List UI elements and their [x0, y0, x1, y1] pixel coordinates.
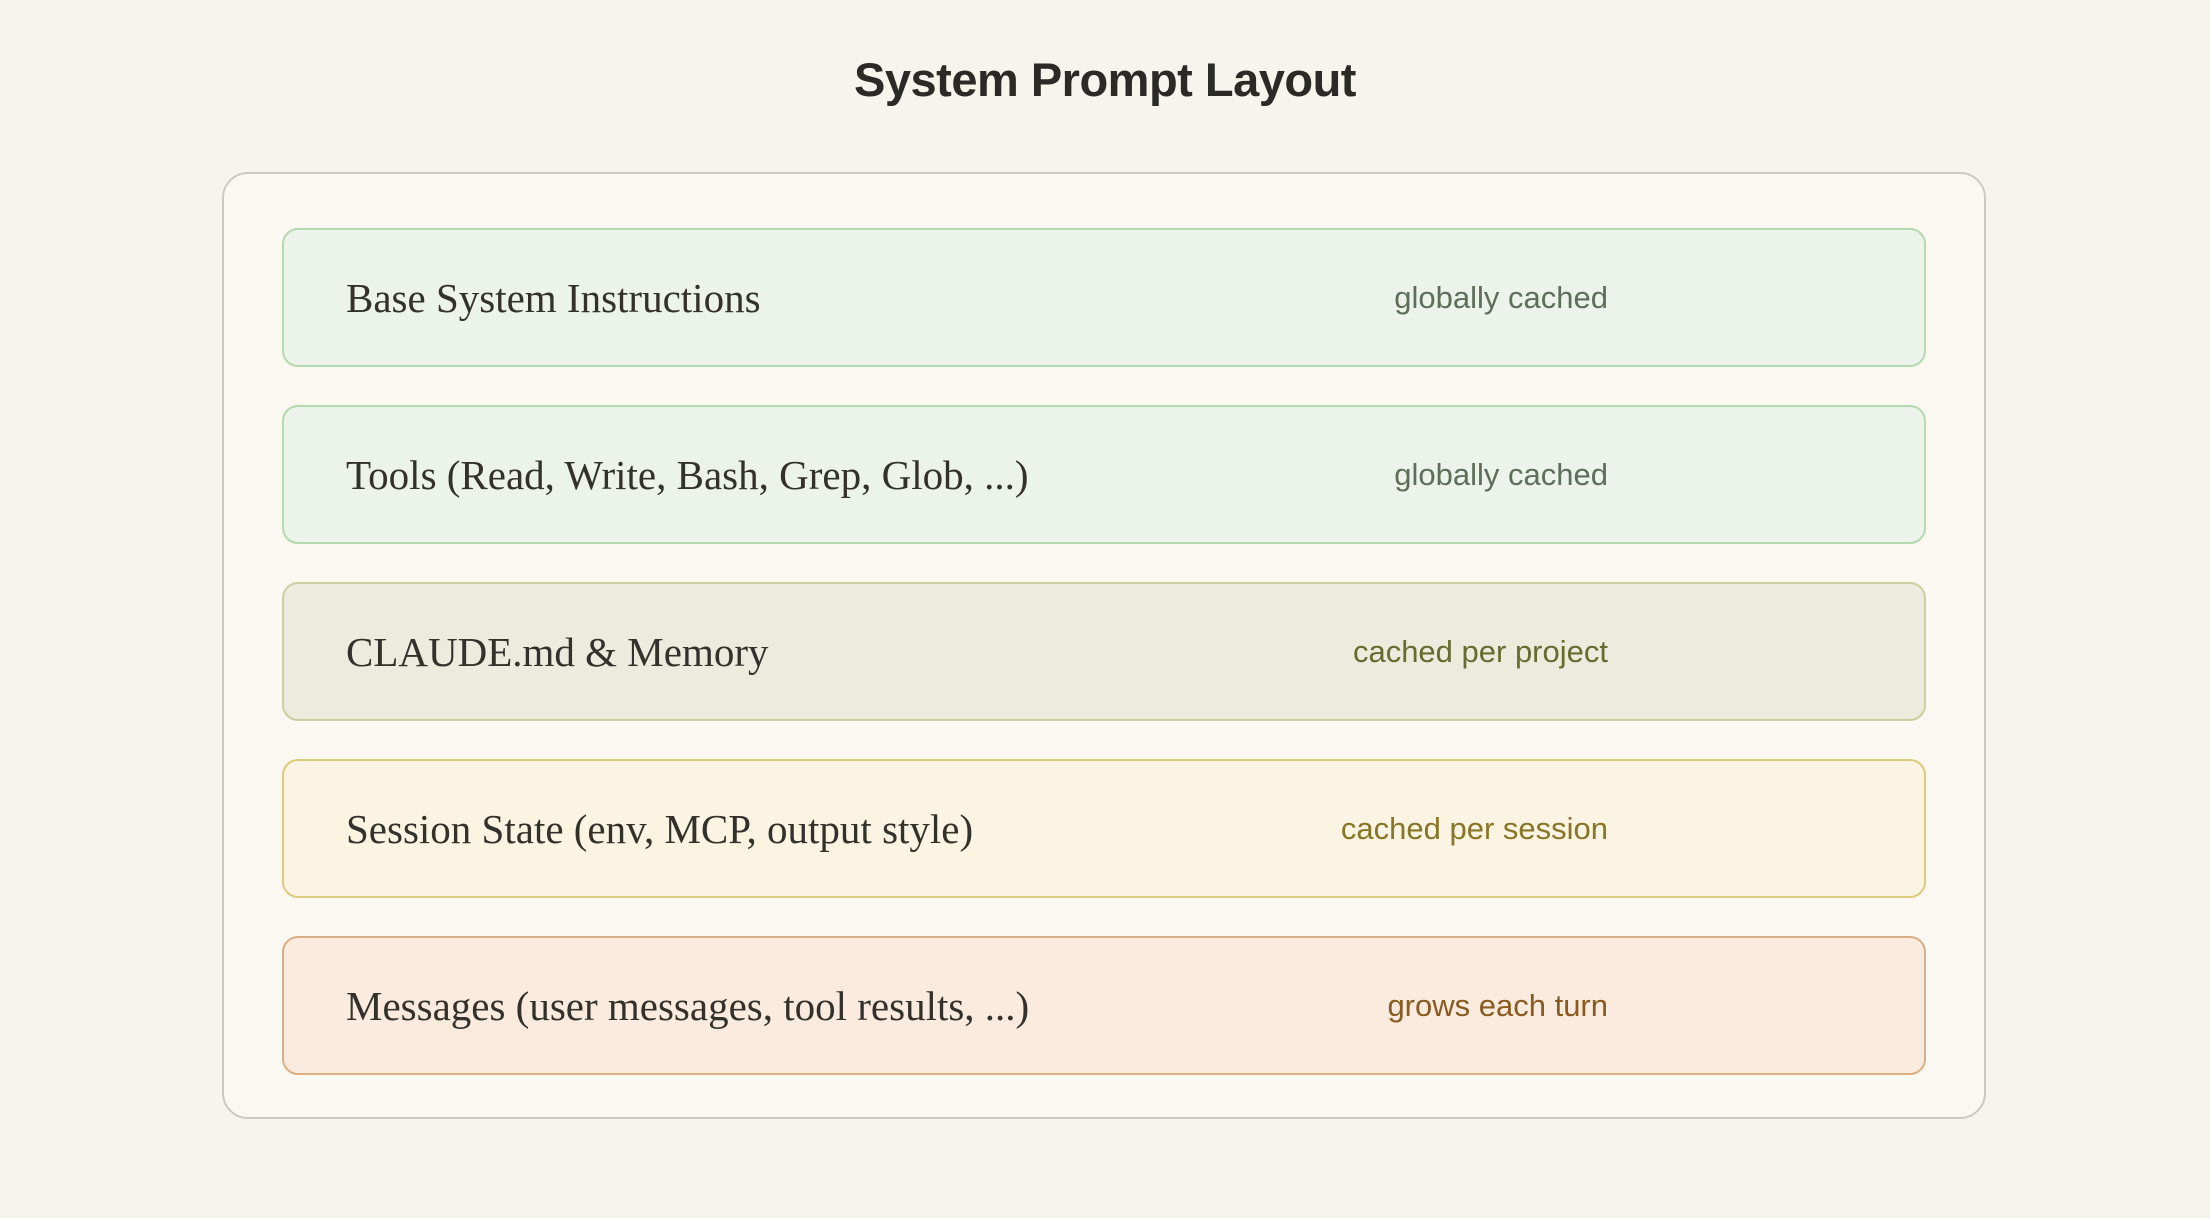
layer-caption: cached per session: [1340, 810, 1608, 846]
layer-row-tools: Tools (Read, Write, Bash, Grep, Glob, ..…: [282, 405, 1926, 544]
layer-label: Messages (user messages, tool results, .…: [346, 982, 1030, 1029]
layer-label: Tools (Read, Write, Bash, Grep, Glob, ..…: [346, 451, 1029, 498]
layer-label: Session State (env, MCP, output style): [346, 805, 974, 852]
layer-row-session-state: Session State (env, MCP, output style) c…: [282, 759, 1926, 898]
layer-caption: grows each turn: [1387, 987, 1608, 1023]
layer-row-base-system-instructions: Base System Instructions globally cached: [282, 228, 1926, 367]
layer-label: Base System Instructions: [346, 274, 761, 321]
layer-caption: globally cached: [1394, 279, 1608, 315]
layer-caption: cached per project: [1352, 633, 1608, 669]
page-title: System Prompt Layout: [854, 53, 1356, 106]
layer-label: CLAUDE.md & Memory: [346, 628, 769, 675]
system-prompt-layout-panel: Base System Instructions globally cached…: [222, 172, 1986, 1119]
layer-row-claude-md-memory: CLAUDE.md & Memory cached per project: [282, 582, 1926, 721]
layer-row-messages: Messages (user messages, tool results, .…: [282, 936, 1926, 1075]
layer-caption: globally cached: [1394, 456, 1608, 492]
